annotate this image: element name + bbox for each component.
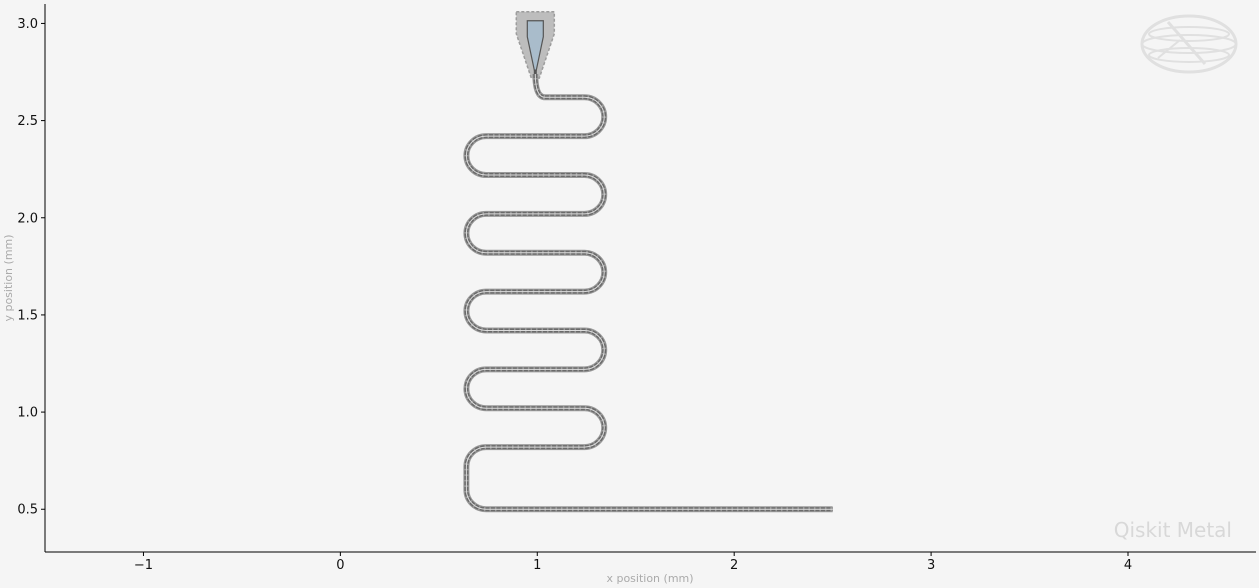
x-tick-label: 1 [533, 558, 541, 573]
x-tick-label: −1 [134, 558, 153, 573]
x-ticks: −1 0 1 2 3 4 [134, 552, 1132, 573]
y-tick-label: 3.0 [17, 17, 38, 32]
x-axis-label: x position (mm) [606, 572, 693, 585]
meander-center [465, 73, 833, 510]
x-tick-label: 0 [336, 558, 344, 573]
x-tick-label: 4 [1124, 558, 1132, 573]
y-ticks: 0.5 1.0 1.5 2.0 2.5 3.0 [17, 17, 45, 518]
launch-pad [526, 20, 544, 71]
qiskit-logo-icon [1140, 14, 1238, 74]
y-tick-label: 2.5 [17, 114, 38, 129]
x-tick-label: 2 [730, 558, 738, 573]
y-tick-label: 1.0 [17, 406, 38, 421]
x-tick-label: 3 [927, 558, 935, 573]
watermark-text: Qiskit Metal [1114, 518, 1232, 542]
y-tick-label: 2.0 [17, 211, 38, 226]
layout-geometry [463, 11, 833, 513]
y-tick-label: 0.5 [17, 503, 38, 518]
y-axis-label: y position (mm) [2, 234, 15, 321]
y-tick-label: 1.5 [17, 308, 38, 323]
